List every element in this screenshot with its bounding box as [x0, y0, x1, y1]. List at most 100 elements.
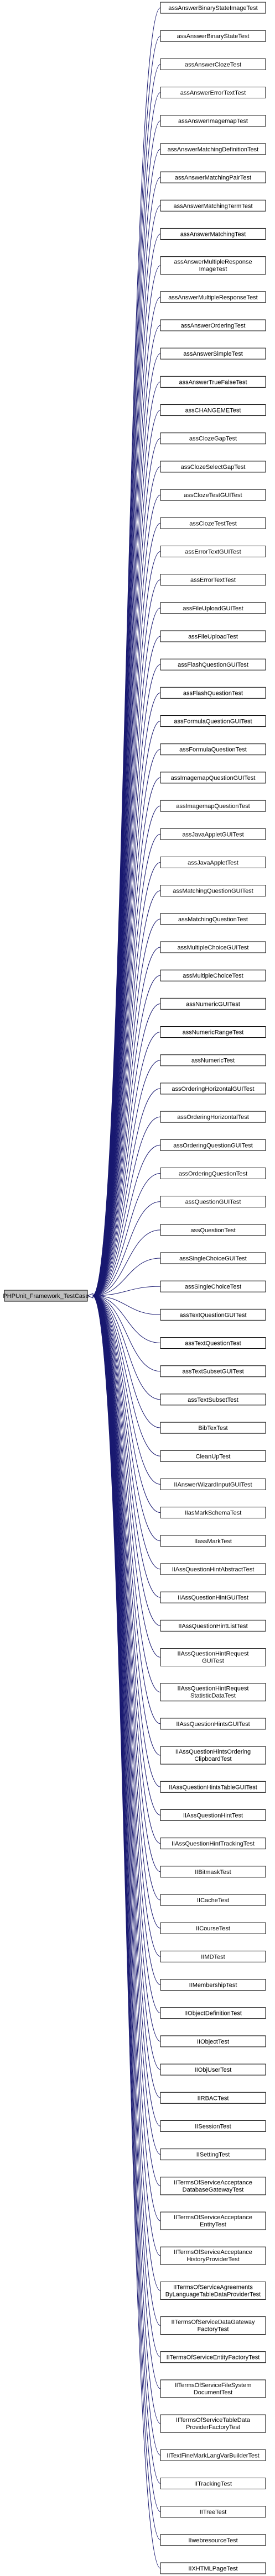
child-class-node[interactable]: assAnswerMatchingDefinitionTest: [160, 143, 266, 155]
child-class-node[interactable]: IITrackingTest: [160, 2477, 266, 2489]
child-class-node[interactable]: IIMembershipTest: [160, 1979, 266, 1991]
child-class-node[interactable]: IIObjectDefinitionTest: [160, 2007, 266, 2019]
inheritance-edge: [92, 1295, 161, 2541]
child-class-node[interactable]: IIAssQuestionHintRequestStatisticDataTes…: [160, 1683, 266, 1702]
child-class-node[interactable]: IITermsOfServiceAcceptanceDatabaseGatewa…: [160, 2177, 266, 2195]
child-class-node[interactable]: IITermsOfServiceEntityFactoryTest: [160, 2351, 266, 2363]
child-class-node[interactable]: assAnswerMultipleResponseTest: [160, 291, 266, 303]
child-class-node[interactable]: assImagemapQuestionGUITest: [160, 772, 266, 784]
child-class-node[interactable]: IISettingTest: [160, 2149, 266, 2161]
child-class-label: assImagemapQuestionGUITest: [171, 775, 256, 782]
child-class-node[interactable]: assNumericGUITest: [160, 997, 266, 1010]
child-class-node[interactable]: IIassMarkTest: [160, 1535, 266, 1547]
child-class-node[interactable]: IIAssQuestionHintsGUITest: [160, 1718, 266, 1730]
root-class-node[interactable]: PHPUnit_Framework_TestCase: [3, 1290, 89, 1302]
child-class-node[interactable]: IIAssQuestionHintTest: [160, 1809, 266, 1821]
child-class-box: [160, 1308, 266, 1321]
child-class-node[interactable]: assQuestionGUITest: [160, 1196, 266, 1208]
child-class-box: [160, 1591, 266, 1603]
child-class-node[interactable]: assAnswerSimpleTest: [160, 347, 266, 360]
inheritance-edge: [92, 1295, 161, 2126]
child-class-node[interactable]: IIwebresourceTest: [160, 2534, 266, 2546]
child-class-node[interactable]: IITermsOfServiceAcceptanceHistoryProvide…: [160, 2246, 266, 2265]
child-class-node[interactable]: assAnswerImagemapTest: [160, 115, 266, 127]
child-class-node[interactable]: assAnswerBinaryStateImageTest: [160, 2, 266, 14]
child-class-node[interactable]: assFlashQuestionTest: [160, 687, 266, 699]
child-class-node[interactable]: assMultipleChoiceGUITest: [160, 941, 266, 953]
child-class-node[interactable]: IITextFineMarkLangVarBuilderTest: [160, 2449, 266, 2461]
child-class-node[interactable]: assOrderingQuestionGUITest: [160, 1139, 266, 1151]
child-class-node[interactable]: assJavaAppletGUITest: [160, 828, 266, 840]
child-class-node[interactable]: assTextQuestionGUITest: [160, 1308, 266, 1321]
child-class-node[interactable]: IIAssQuestionHintsTableGUITest: [160, 1781, 266, 1793]
child-class-node[interactable]: assOrderingQuestionTest: [160, 1167, 266, 1179]
child-class-node[interactable]: IICourseTest: [160, 1922, 266, 1934]
child-class-node[interactable]: assAnswerClozeTest: [160, 58, 266, 70]
child-class-node[interactable]: IIObjUserTest: [160, 2063, 266, 2076]
child-class-node[interactable]: assTextSubsetTest: [160, 1393, 266, 1406]
child-class-node[interactable]: BibTexTest: [160, 1422, 266, 1434]
child-class-node[interactable]: CleanUpTest: [160, 1450, 266, 1462]
child-class-node[interactable]: assNumericTest: [160, 1054, 266, 1067]
child-class-node[interactable]: IIXHTMLPageTest: [160, 2562, 266, 2574]
child-class-node[interactable]: IITermsOfServiceTableDataProviderFactory…: [160, 2414, 266, 2433]
child-class-node[interactable]: IIasMarkSchemaTest: [160, 1507, 266, 1519]
child-class-node[interactable]: assAnswerBinaryStateTest: [160, 30, 266, 42]
child-class-node[interactable]: assMatchingQuestionGUITest: [160, 885, 266, 897]
child-class-label: IIAssQuestionHintsOrdering: [175, 1749, 251, 1755]
child-class-node[interactable]: IIMDTest: [160, 1950, 266, 1962]
child-class-node[interactable]: assClozeTestTest: [160, 517, 266, 529]
child-class-node[interactable]: IIBitmaskTest: [160, 1866, 266, 1878]
child-class-node[interactable]: assImagemapQuestionTest: [160, 800, 266, 812]
child-class-node[interactable]: IIAnswerWizardInputGUITest: [160, 1478, 266, 1490]
child-class-node[interactable]: IITermsOfServiceAgreementsByLanguageTabl…: [160, 2281, 266, 2300]
child-class-node[interactable]: IIAssQuestionHintGUITest: [160, 1591, 266, 1603]
child-class-node[interactable]: assAnswerTrueFalseTest: [160, 376, 266, 388]
child-class-node[interactable]: assAnswerOrderingTest: [160, 319, 266, 331]
child-class-node[interactable]: IIAssQuestionHintListTest: [160, 1619, 266, 1632]
child-class-node[interactable]: assErrorTextTest: [160, 574, 266, 586]
child-class-node[interactable]: IIRBACTest: [160, 2092, 266, 2104]
child-class-node[interactable]: assSingleChoiceTest: [160, 1280, 266, 1292]
child-class-node[interactable]: assOrderingHorizontalTest: [160, 1111, 266, 1123]
child-class-node[interactable]: IIObjectTest: [160, 2035, 266, 2047]
child-class-node[interactable]: assFormulaQuestionGUITest: [160, 715, 266, 727]
child-class-box: [160, 256, 266, 275]
child-class-node[interactable]: assSingleChoiceGUITest: [160, 1252, 266, 1264]
child-class-node[interactable]: IIAssQuestionHintTrackingTest: [160, 1838, 266, 1850]
child-class-node[interactable]: assMultipleChoiceTest: [160, 969, 266, 981]
child-class-node[interactable]: IIAssQuestionHintAbstractTest: [160, 1563, 266, 1575]
child-class-node[interactable]: assAnswerErrorTextTest: [160, 87, 266, 99]
child-class-node[interactable]: IITreeTest: [160, 2506, 266, 2518]
child-class-node[interactable]: assFileUploadGUITest: [160, 602, 266, 614]
child-class-node[interactable]: IICacheTest: [160, 1894, 266, 1906]
child-class-node[interactable]: assClozeGapTest: [160, 432, 266, 445]
child-class-node[interactable]: assClozeSelectGapTest: [160, 461, 266, 473]
child-class-node[interactable]: assErrorTextGUITest: [160, 545, 266, 557]
child-class-node[interactable]: IISessionTest: [160, 2120, 266, 2132]
inheritance-edge: [92, 1295, 161, 2042]
child-class-node[interactable]: assFlashQuestionGUITest: [160, 658, 266, 671]
child-class-node[interactable]: assAnswerMatchingTest: [160, 228, 266, 240]
child-class-node[interactable]: assFileUploadTest: [160, 630, 266, 642]
child-class-node[interactable]: assTextQuestionTest: [160, 1337, 266, 1349]
child-class-node[interactable]: assAnswerMatchingPairTest: [160, 171, 266, 183]
child-class-node[interactable]: assClozeTestGUITest: [160, 489, 266, 501]
child-class-node[interactable]: assTextSubsetGUITest: [160, 1365, 266, 1377]
child-class-node[interactable]: assNumericRangeTest: [160, 1026, 266, 1038]
child-class-node[interactable]: assMatchingQuestionTest: [160, 913, 266, 925]
child-class-node[interactable]: assFormulaQuestionTest: [160, 743, 266, 756]
child-class-node[interactable]: assAnswerMatchingTermTest: [160, 199, 266, 212]
child-class-box: [160, 347, 266, 360]
child-class-node[interactable]: assOrderingHorizontalGUITest: [160, 1083, 266, 1095]
child-class-node[interactable]: assJavaAppletTest: [160, 856, 266, 868]
inheritance-edge: [92, 721, 161, 1296]
child-class-node[interactable]: assCHANGEMETest: [160, 404, 266, 416]
child-class-node[interactable]: assQuestionTest: [160, 1224, 266, 1236]
